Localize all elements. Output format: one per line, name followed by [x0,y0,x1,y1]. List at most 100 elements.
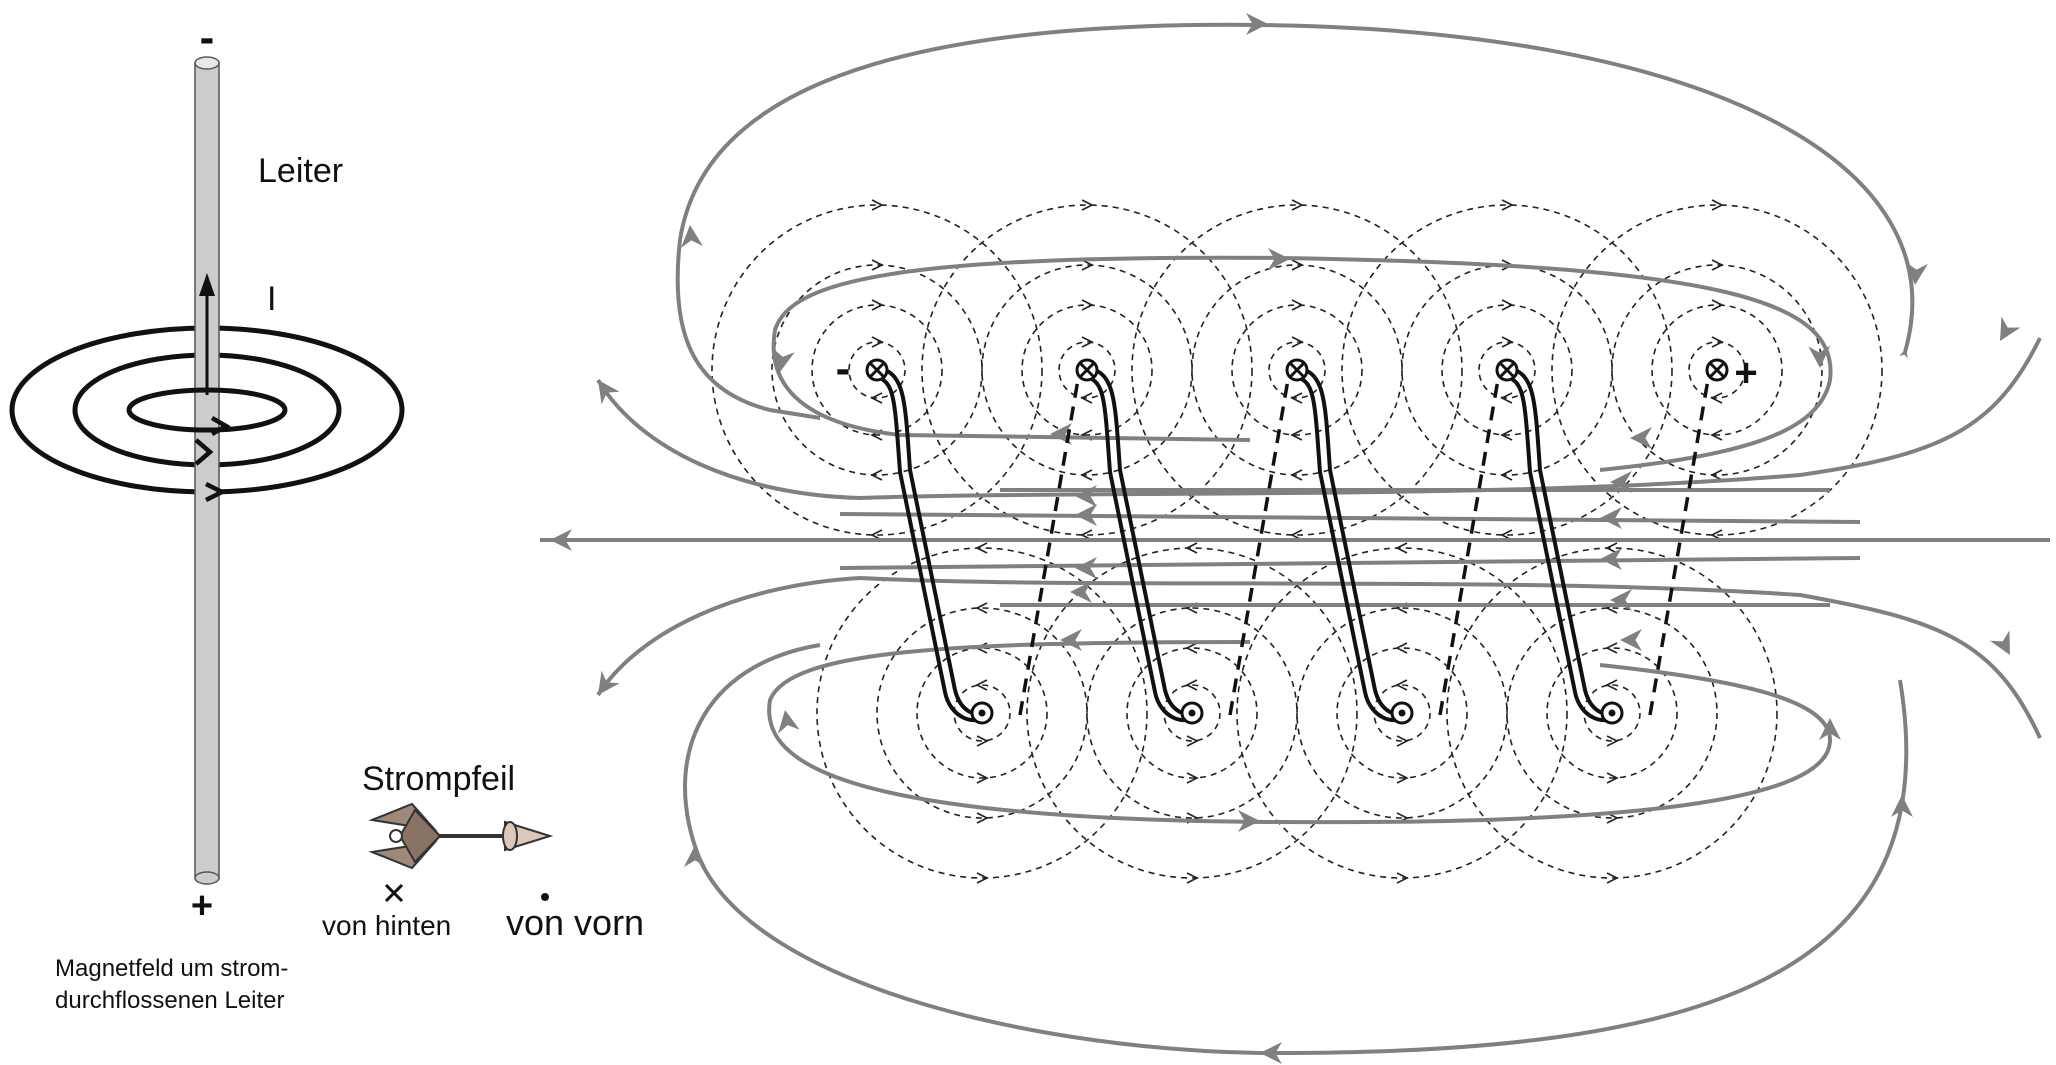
bottom-chevron-4-1-2 [1606,735,1619,747]
top-circle-2-2 [1021,304,1153,436]
dot-symbol-1 [970,701,994,725]
dot-symbol-4 [1600,701,1624,725]
top-chevron-5-2-2 [1710,429,1723,441]
bottom-chevron-4-2-1 [1605,642,1618,654]
caption-line-2: durchflossenen Leiter [55,987,284,1014]
field-arrowhead-17 [598,670,620,695]
top-chevron-1-3-2 [870,469,883,481]
field-arrowhead-5 [684,845,706,867]
current-arrow-legend: Strompfeil von hinten von vorn [322,760,644,943]
ring-direction-arrows [194,416,231,503]
cross-symbol-3 [1285,358,1309,382]
top-chevron-2-3-1 [1081,259,1094,271]
dot-icon [541,893,549,901]
cross-icon [384,883,404,903]
bottom-chevron-4-4-2 [1606,872,1619,884]
bottom-chevron-3-2-1 [1395,642,1408,654]
coil-plus-label: + [1734,351,1757,395]
top-chevron-3-1-2 [1290,392,1303,404]
top-circle-2-3 [981,264,1193,476]
field-arrowhead-3 [680,225,703,248]
top-chevron-3-2-1 [1291,299,1304,311]
field-arrowhead-7 [1268,248,1290,270]
bottom-chevron-2-2-2 [1186,772,1199,784]
bottom-chevron-1-4-1 [975,542,988,554]
field-lines [540,22,2050,1056]
bottom-chevron-4-1-1 [1605,679,1618,691]
bottom-dot-symbols [970,701,1624,725]
top-chevron-2-4-1 [1081,199,1094,211]
bottom-circle-1-2 [916,647,1048,779]
field-arrowhead-28 [1060,629,1082,651]
cross-symbol-5 [1705,358,1729,382]
conductor-rod [194,62,220,879]
top-chevron-5-1-2 [1710,392,1723,404]
conductor-bottom-cap [194,871,220,885]
top-chevron-1-1-1 [871,336,884,348]
top-circle-5-4 [1551,204,1883,536]
bottom-chevron-2-1-2 [1186,735,1199,747]
field-arrowhead-16 [598,380,620,405]
top-chevron-5-1-1 [1711,336,1724,348]
top-circle-3-3 [1191,264,1403,476]
bottom-circle-4-1 [1583,684,1641,742]
bottom-chevron-2-4-2 [1186,872,1199,884]
top-chevron-5-3-1 [1711,259,1724,271]
field-direction-arrows [550,13,2021,1064]
bottom-chevron-3-4-1 [1395,542,1408,554]
field-arrowhead-1 [1246,13,1268,35]
plus-terminal-label: + [191,885,213,927]
coil-front-wires [879,366,1622,722]
top-circle-3-1 [1268,341,1326,399]
field-arrowhead-26 [1070,581,1092,603]
bottom-chevron-4-4-1 [1605,542,1618,554]
field-arrowhead-11 [777,710,800,734]
field-arrowhead-27 [1610,589,1632,611]
top-chevron-5-3-2 [1710,469,1723,481]
caption-line-1: Magnetfeld um strom- [55,955,288,982]
top-circle-1-1 [848,341,906,399]
top-circle-4-4 [1341,204,1673,536]
bottom-circle-1-1 [953,684,1011,742]
bottom-circle-4-3 [1506,607,1718,819]
top-chevron-3-1-1 [1291,336,1304,348]
top-chevron-4-4-1 [1501,199,1514,211]
bottom-circle-1-4 [816,547,1148,879]
top-circle-4-1 [1478,341,1536,399]
top-circle-1-2 [811,304,943,436]
field-arrowhead-25 [1600,548,1622,570]
cross-symbol-1 [865,358,889,382]
from-behind-label: von hinten [322,910,451,941]
local-field-circles [711,199,1883,884]
top-circle-4-2 [1441,304,1573,436]
field-arrowhead-2 [1905,262,1928,285]
top-chevron-4-3-2 [1500,469,1513,481]
cross-symbol-2 [1075,358,1099,382]
top-circle-1-3 [771,264,983,476]
inner-upper-line [839,512,1861,524]
top-chevron-4-1-1 [1501,336,1514,348]
bottom-chevron-2-2-1 [1185,642,1198,654]
top-chevron-1-4-1 [871,199,884,211]
current-label: I [267,280,276,318]
bottom-chevron-1-3-2 [976,812,989,824]
dot-symbol-3 [1390,701,1414,725]
bottom-circle-3-3 [1296,607,1508,819]
top-circle-5-2 [1651,304,1783,436]
upper-outgoing-line [596,337,2042,501]
field-arrowhead-21 [1610,471,1632,493]
bottom-chevron-4-2-2 [1606,772,1619,784]
legend-arrow-icon [368,802,554,870]
top-circle-2-1 [1058,341,1116,399]
from-front-label: von vorn [506,902,644,943]
field-arrowhead-14 [2000,316,2021,341]
bottom-circle-4-4 [1446,547,1778,879]
top-circle-5-1 [1688,341,1746,399]
top-chevron-3-3-1 [1291,259,1304,271]
top-chevron-4-2-2 [1500,429,1513,441]
top-chevron-5-2-1 [1711,299,1724,311]
bottom-chevron-1-3-1 [975,602,988,614]
field-arrowhead-4 [1260,1042,1282,1064]
top-circle-5-3 [1611,264,1823,476]
top-chevron-5-4-1 [1711,199,1724,211]
